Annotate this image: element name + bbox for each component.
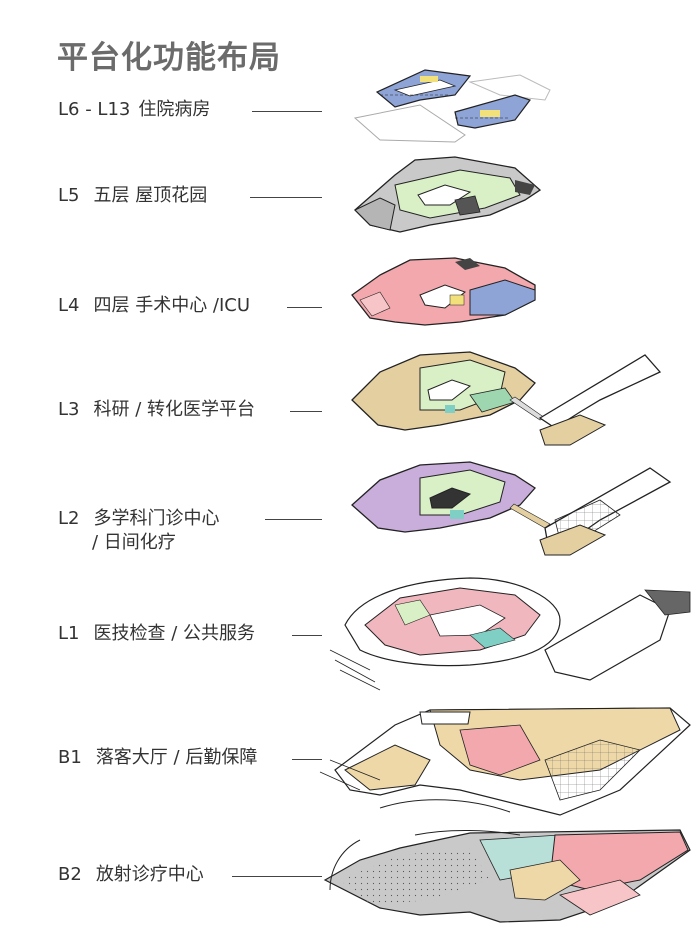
- floor-code: L3: [58, 399, 80, 420]
- floor-plan-l3: [351, 351, 662, 446]
- floor-code: L2: [58, 508, 80, 529]
- floor-code: L5: [58, 185, 80, 206]
- floor-plan-b1: [319, 707, 691, 816]
- floor-label-l3: L3 科研 / 转化医学平台: [58, 398, 255, 422]
- leader-line-l5: [250, 197, 322, 198]
- floor-name: 放射诊疗中心: [95, 864, 204, 885]
- leader-line-l6-l13: [252, 111, 322, 112]
- floor-plan-b2: [323, 829, 691, 923]
- floor-label-l4: L4 四层 手术中心 /ICU: [58, 294, 250, 318]
- floor-label-b2: B2 放射诊疗中心: [58, 863, 204, 887]
- floor-name: 医技检查 / 公共服务: [93, 623, 255, 644]
- floor-plan-l4: [351, 257, 536, 326]
- floor-name-line2: / 日间化疗: [92, 532, 176, 553]
- floor-name: 多学科门诊中心: [93, 508, 220, 529]
- leader-line-l2: [265, 519, 322, 520]
- floor-code: B2: [58, 864, 82, 885]
- floor-plan-l5: [354, 156, 542, 233]
- floor-name: 科研 / 转化医学平台: [93, 399, 255, 420]
- floor-plan-l6-l13: [353, 69, 551, 143]
- leader-line-l4: [287, 307, 322, 308]
- floor-label-b1: B1 落客大厅 / 后勤保障: [58, 746, 257, 770]
- floor-label-l2: L2 多学科门诊中心 / 日间化疗: [58, 507, 219, 555]
- page-title: 平台化功能布局: [57, 40, 281, 76]
- floor-label-l6-l13: L6 - L13 住院病房: [58, 98, 210, 122]
- floor-name: 住院病房: [138, 99, 211, 120]
- floor-name: 四层 手术中心 /ICU: [93, 295, 251, 316]
- leader-line-l1: [292, 635, 322, 636]
- floor-code: B1: [58, 747, 82, 768]
- floor-label-l1: L1 医技检查 / 公共服务: [58, 622, 255, 646]
- floor-code: L1: [58, 623, 80, 644]
- floor-code: L4: [58, 295, 80, 316]
- leader-line-b2: [232, 876, 322, 877]
- floor-plan-l1: [329, 577, 691, 691]
- floor-name: 五层 屋顶花园: [93, 185, 208, 206]
- floor-name: 落客大厅 / 后勤保障: [95, 747, 258, 768]
- leader-line-b1: [292, 759, 322, 760]
- floor-label-l5: L5 五层 屋顶花园: [58, 184, 207, 208]
- floor-plan-l2: [351, 461, 672, 556]
- leader-line-l3: [290, 411, 322, 412]
- floor-code: L6 - L13: [58, 99, 131, 120]
